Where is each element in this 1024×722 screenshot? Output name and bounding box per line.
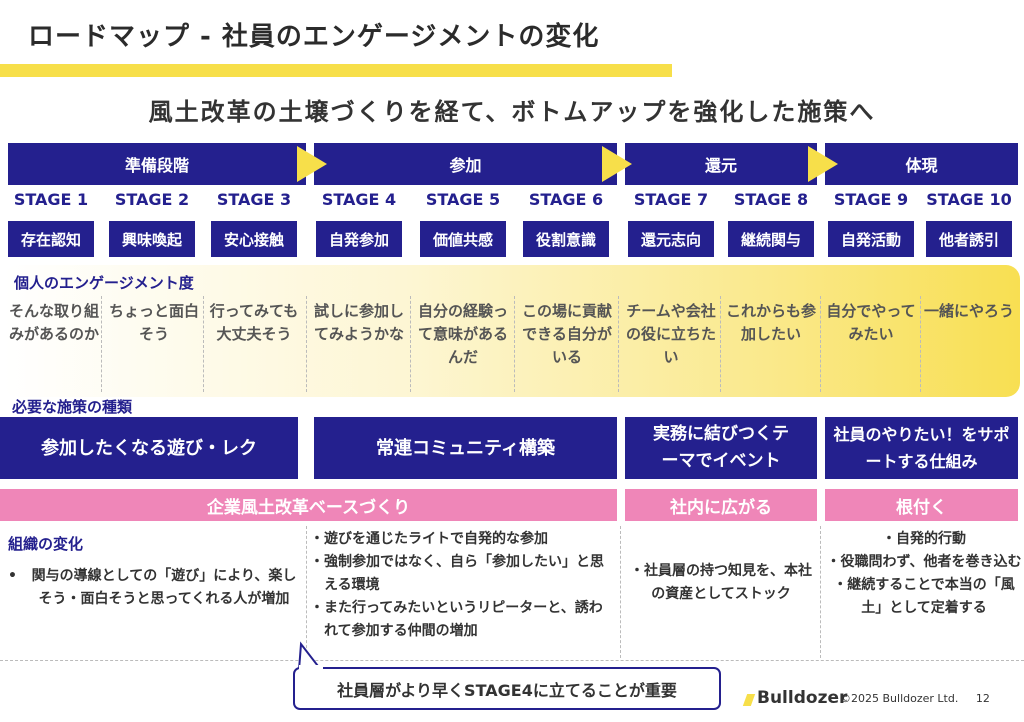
measure-box: 社員のやりたい！をサポートする仕組み bbox=[825, 417, 1018, 479]
phase-return: 還元 bbox=[625, 143, 817, 185]
phase-embody: 体現 bbox=[825, 143, 1018, 185]
column-divider bbox=[618, 296, 619, 392]
bullet-text: 強制参加ではなく、自ら「参加したい」と思える環境 bbox=[324, 554, 604, 593]
phase-participation: 参加 bbox=[314, 143, 617, 185]
column-divider bbox=[720, 296, 721, 392]
stage-box: 役割意識 bbox=[523, 221, 609, 257]
stage-label: STAGE 1 bbox=[13, 190, 89, 209]
bullet-text: また行ってみたいというリピーターと、誘われて参加する仲間の増加 bbox=[324, 600, 603, 639]
phase-arrow-2 bbox=[602, 146, 632, 182]
column-divider bbox=[820, 296, 821, 392]
org-change-label: 組織の変化 bbox=[8, 535, 84, 553]
column-divider bbox=[101, 296, 102, 392]
bullet: ・ bbox=[882, 531, 896, 547]
copyright-text: ©2025 Bulldozer Ltd. bbox=[840, 692, 959, 705]
footer-copyright: ©2025 Bulldozer Ltd. 12 bbox=[840, 692, 990, 705]
measure-box: 実務に結びつくテーマでイベント bbox=[625, 417, 817, 479]
page-title: ロードマップ - 社員のエンゲージメントの変化 bbox=[28, 22, 600, 52]
title-underline bbox=[0, 64, 672, 77]
measure-box: 常連コミュニティ構築 bbox=[314, 417, 617, 479]
column-divider bbox=[514, 296, 515, 392]
callout-pointer-join bbox=[299, 665, 323, 671]
feeling-text: 自分の経験って意味があるんだ bbox=[417, 302, 508, 366]
page-number: 12 bbox=[975, 692, 990, 705]
stage-label: STAGE 5 bbox=[425, 190, 501, 209]
stage-box: 還元志向 bbox=[628, 221, 714, 257]
feeling-text: 一緒にやろう bbox=[923, 302, 1014, 320]
bottom-divider bbox=[0, 660, 1024, 661]
bulldozer-logo-mark bbox=[742, 694, 756, 706]
bullet: ・ bbox=[310, 600, 324, 616]
callout-pointer bbox=[298, 641, 322, 670]
feeling-text: これからも参加したい bbox=[725, 302, 816, 343]
bullet: ・ bbox=[833, 577, 848, 593]
column-divider bbox=[306, 296, 307, 392]
stage-label: STAGE 10 bbox=[926, 190, 1012, 209]
stage-box: 存在認知 bbox=[8, 221, 94, 257]
bullet: ・ bbox=[826, 554, 841, 570]
stage-label: STAGE 4 bbox=[321, 190, 397, 209]
column-divider bbox=[410, 296, 411, 392]
bullet-text: 継続することで本当の「風土」として定着する bbox=[847, 577, 1015, 616]
org-change-col4: ・自発的行動 ・役職問わず、他者を巻き込む ・継続することで本当の「風土」として… bbox=[826, 528, 1022, 620]
bullet: ・ bbox=[310, 531, 324, 547]
bullet: • bbox=[8, 568, 17, 584]
callout-box: 社員層がより早くSTAGE4に立てることが重要 bbox=[293, 667, 721, 710]
base-bar-spread: 社内に広がる bbox=[625, 489, 817, 521]
phase-arrow-3 bbox=[808, 146, 838, 182]
stage-label: STAGE 3 bbox=[216, 190, 292, 209]
stage-box: 価値共感 bbox=[420, 221, 506, 257]
bulldozer-logo: Bulldozer bbox=[757, 688, 848, 708]
org-change-col1: • 関与の導線としての「遊び」により、楽しそう・面白そうと思ってくれる人が増加 bbox=[8, 565, 300, 611]
org-change-col3: ・社員層の持つ知見を、本社の資産としてストック bbox=[628, 560, 814, 606]
feeling-text: ちょっと面白そう bbox=[108, 302, 199, 343]
org-change-col2: ・遊びを通じたライトで自発的な参加 ・強制参加ではなく、自ら「参加したい」と思え… bbox=[310, 528, 616, 643]
measure-box: 参加したくなる遊び・レク bbox=[0, 417, 298, 479]
feeling-text: 自分でやってみたい bbox=[826, 302, 916, 343]
stage-label: STAGE 9 bbox=[833, 190, 909, 209]
phase-preparation: 準備段階 bbox=[8, 143, 306, 185]
stage-box: 他者誘引 bbox=[926, 221, 1012, 257]
stage-label: STAGE 6 bbox=[528, 190, 604, 209]
base-bar-culture: 企業風土改革ベースづくり bbox=[0, 489, 617, 521]
feeling-text: そんな取り組みがあるのか bbox=[8, 302, 99, 343]
bullet-text: 社員層の持つ知見を、本社の資産としてストック bbox=[644, 563, 812, 602]
stage-box: 自発参加 bbox=[316, 221, 402, 257]
feeling-text: チームや会社の役に立ちたい bbox=[625, 302, 716, 366]
bullet-text: 関与の導線としての「遊び」により、楽しそう・面白そうと思ってくれる人が増加 bbox=[31, 568, 297, 607]
feeling-text: この場に貢献できる自分がいる bbox=[521, 302, 612, 366]
column-divider bbox=[203, 296, 204, 392]
column-divider bbox=[920, 296, 921, 392]
stage-label: STAGE 8 bbox=[733, 190, 809, 209]
stage-box: 興味喚起 bbox=[109, 221, 195, 257]
column-divider bbox=[820, 526, 821, 658]
stage-label: STAGE 2 bbox=[114, 190, 190, 209]
base-bar-root: 根付く bbox=[825, 489, 1018, 521]
stage-box: 安心接触 bbox=[211, 221, 297, 257]
column-divider bbox=[306, 526, 307, 658]
engagement-label: 個人のエンゲージメント度 bbox=[14, 274, 194, 292]
feeling-text: 行ってみても大丈夫そう bbox=[209, 302, 299, 343]
page-subtitle: 風土改革の土壌づくりを経て、ボトムアップを強化した施策へ bbox=[148, 98, 876, 126]
engagement-band bbox=[4, 265, 1020, 397]
stage-box: 自発活動 bbox=[828, 221, 914, 257]
bullet-text: 役職問わず、他者を巻き込む bbox=[840, 554, 1022, 570]
phase-arrow-1 bbox=[297, 146, 327, 182]
feeling-text: 試しに参加してみようかな bbox=[313, 302, 404, 343]
column-divider bbox=[620, 526, 621, 658]
bullet-text: 遊びを通じたライトで自発的な参加 bbox=[324, 531, 548, 547]
stage-box: 継続関与 bbox=[728, 221, 814, 257]
bullet: ・ bbox=[310, 554, 324, 570]
measures-label: 必要な施策の種類 bbox=[12, 398, 133, 416]
bullet: ・ bbox=[630, 563, 644, 579]
bullet-text: 自発的行動 bbox=[896, 531, 966, 547]
stage-label: STAGE 7 bbox=[633, 190, 709, 209]
